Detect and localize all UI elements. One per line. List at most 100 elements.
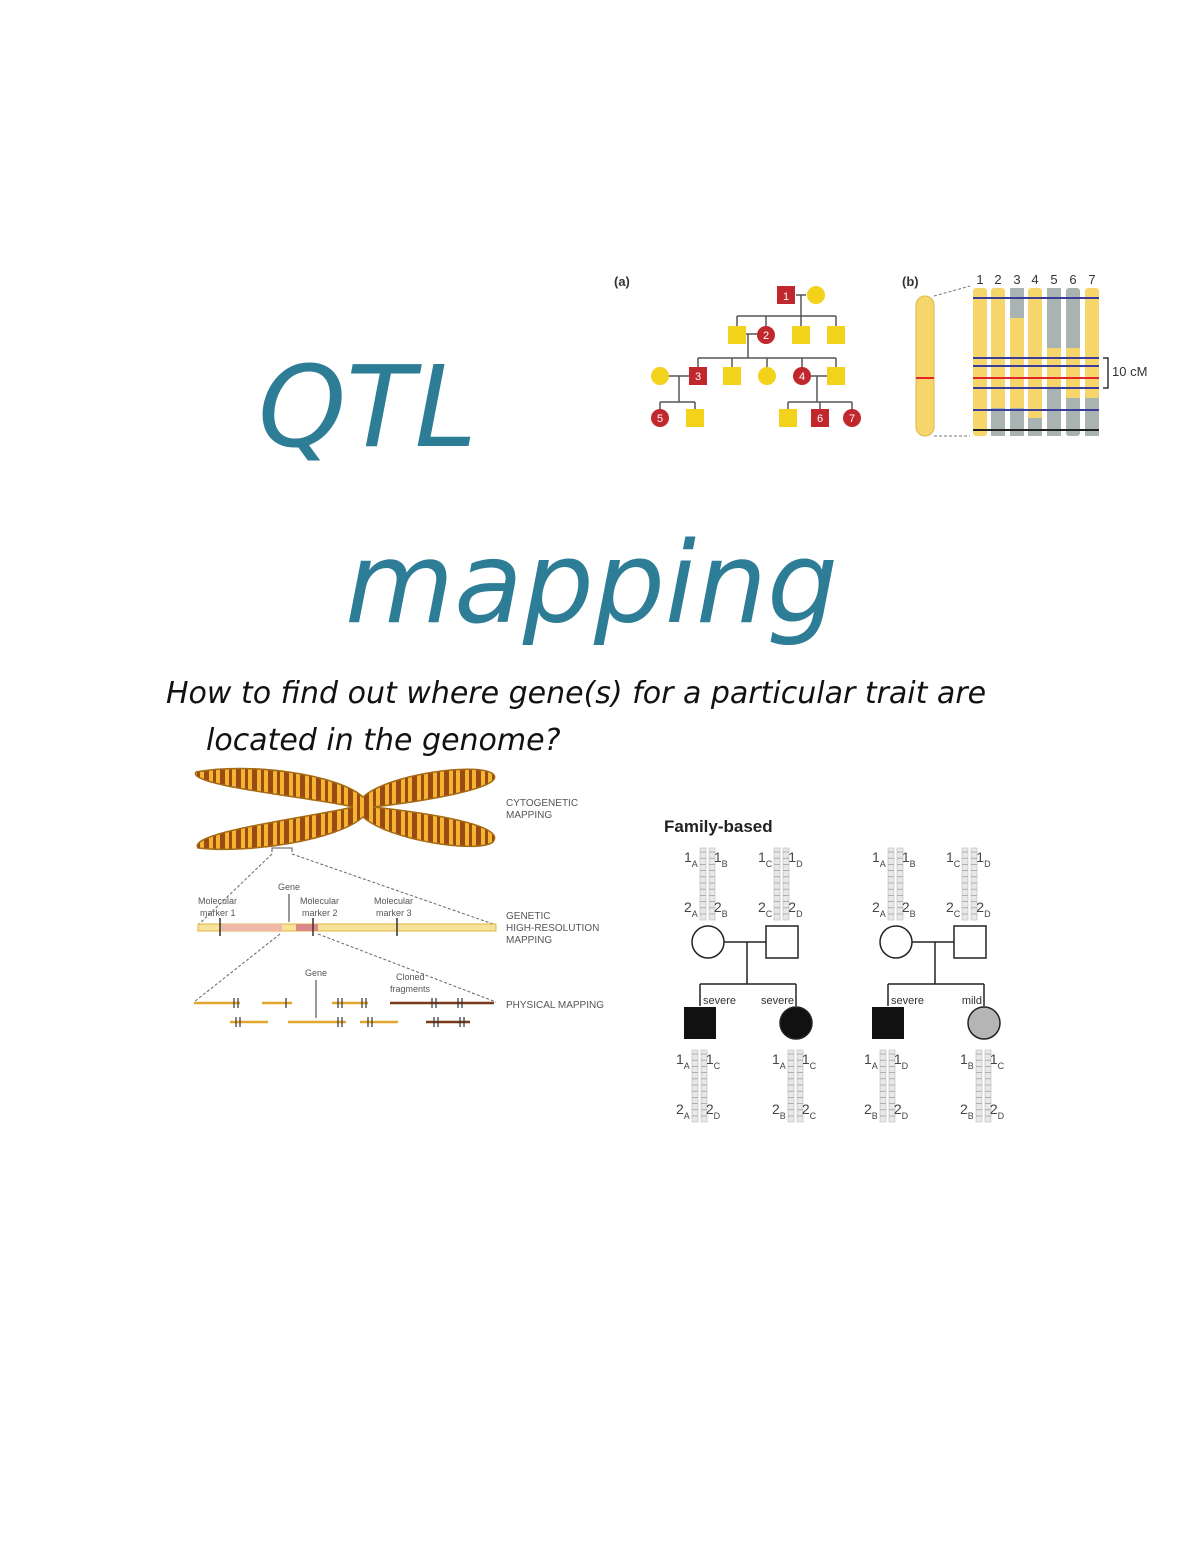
region-bracket	[271, 847, 293, 852]
genetic-map-bar	[197, 923, 497, 932]
pedigree-lines	[659, 294, 853, 410]
allele-number: 2	[960, 1101, 968, 1117]
allele-number: 1	[772, 1051, 780, 1067]
allele-number: 2	[976, 899, 984, 915]
individual-1	[777, 286, 795, 304]
allele-subscript: D	[984, 859, 991, 869]
parent-father	[953, 925, 987, 959]
chromosome-strand	[888, 1049, 896, 1123]
marker-label: Molecular	[198, 896, 237, 906]
allele-subscript: C	[998, 1061, 1005, 1071]
chromosome-4-grey	[1028, 418, 1042, 436]
pedigree-female	[807, 286, 825, 304]
title-mapping: mapping	[345, 519, 839, 649]
allele-subscript: D	[796, 859, 803, 869]
individual-3	[689, 367, 707, 385]
allele-subscript: C	[810, 1111, 817, 1121]
pedigree-female	[758, 367, 776, 385]
allele-subscript: C	[714, 1061, 721, 1071]
genetic-map-region	[220, 924, 282, 931]
chromosome-strand	[796, 1049, 804, 1123]
allele-number: 2	[788, 899, 796, 915]
pedigree-male	[827, 326, 845, 344]
parent-mother	[879, 925, 913, 959]
allele-number: 2	[802, 1101, 810, 1117]
allele-subscript: C	[954, 859, 961, 869]
subtitle-line-2: located in the genome?	[206, 723, 561, 758]
pedigree-female	[651, 367, 669, 385]
individual-7	[843, 409, 861, 427]
pedigree-male	[792, 326, 810, 344]
allele-subscript: A	[692, 859, 698, 869]
allele-number: 2	[872, 899, 880, 915]
allele-number: 2	[714, 899, 722, 915]
allele-number: 2	[684, 899, 692, 915]
chromosome-7-grey	[1085, 398, 1099, 436]
zoom-line	[193, 933, 281, 1003]
allele-number: 2	[894, 1101, 902, 1117]
allele-number: 2	[676, 1101, 684, 1117]
allele-subscript: A	[872, 1061, 878, 1071]
scale-bracket	[1103, 357, 1109, 389]
pedigree-figure: (a) (b) 1 2	[614, 272, 1147, 437]
allele-number: 1	[802, 1051, 810, 1067]
individual-2-label: 2	[763, 330, 769, 342]
subtitle-question: How to find out where gene(s) for a part…	[166, 670, 1066, 764]
marker-ticks	[219, 918, 398, 936]
chromosome-number: 5	[1050, 272, 1057, 287]
individual-2	[757, 326, 775, 344]
allele-number: 1	[946, 849, 954, 865]
allele-number: 1	[864, 1051, 872, 1067]
chromosome-2-grey	[991, 408, 1005, 436]
chromosome-number: 6	[1069, 272, 1076, 287]
individual-5-label: 5	[657, 413, 663, 425]
chromosome-3-grey-bottom	[1010, 408, 1024, 436]
chromosome-6-yellow	[1066, 348, 1080, 398]
allele-subscript: C	[810, 1061, 817, 1071]
genetic-map-region	[296, 924, 318, 931]
allele-number: 1	[990, 1051, 998, 1067]
individual-1-label: 1	[783, 291, 789, 303]
parent-father	[765, 925, 799, 959]
mapping-figure: CYTOGENETIC MAPPING Gene Molecular marke…	[193, 767, 604, 1027]
chromosome-strand	[700, 1049, 708, 1123]
allele-subscript: D	[902, 1111, 909, 1121]
chromosome-strand	[879, 1049, 887, 1123]
cloned-label: Cloned	[396, 972, 425, 982]
chromosome-number: 4	[1031, 272, 1038, 287]
child-2-affected-female	[967, 1006, 1001, 1040]
allele-number: 1	[676, 1051, 684, 1067]
pedigree-male	[723, 367, 741, 385]
chromosome-strand	[699, 847, 707, 921]
chromosome-5-grey-bottom	[1047, 388, 1061, 436]
chromosome-strand	[773, 847, 781, 921]
chromosome-number: 2	[994, 272, 1001, 287]
cloned-label: fragments	[390, 984, 431, 994]
allele-subscript: B	[910, 859, 916, 869]
genetic-label: HIGH-RESOLUTION	[506, 923, 599, 934]
individual-3-label: 3	[695, 371, 701, 383]
allele-subscript: B	[872, 1111, 878, 1121]
allele-number: 2	[758, 899, 766, 915]
chromosome-4	[1028, 288, 1042, 436]
child-2-affected-female	[779, 1006, 813, 1040]
chromosome-3-grey	[1010, 288, 1024, 318]
individual-4	[793, 367, 811, 385]
allele-subscript: D	[714, 1111, 721, 1121]
pedigree-symbols: 1 2 3 4 5 6 7	[651, 286, 861, 427]
chromosome-strand	[787, 1049, 795, 1123]
panel-a-label: (a)	[614, 274, 630, 289]
allele-subscript: C	[954, 909, 961, 919]
allele-number: 2	[772, 1101, 780, 1117]
allele-subscript: A	[684, 1111, 690, 1121]
